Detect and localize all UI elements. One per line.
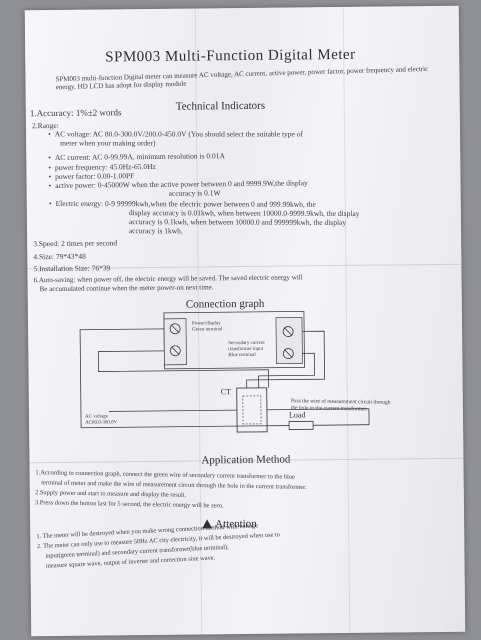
install-size-line: 5.Installation Size: 76*39 xyxy=(33,263,111,274)
spec-text: Electric energy: 0-9 99999kwh,when the e… xyxy=(49,199,316,209)
load-resistor xyxy=(288,420,314,430)
speed-line: 3.Speed: 2 times per second xyxy=(33,238,118,249)
autosave-text: Be accumulated continue when the meter p… xyxy=(39,283,214,294)
ac-range-label: AC80.0-300.0V xyxy=(85,420,118,425)
step-text: 2.Supply power and start to measure and … xyxy=(35,489,187,499)
diagram-label: Power/display xyxy=(192,321,221,326)
tech-heading: Technical Indicators xyxy=(175,99,266,113)
right-terminal-block xyxy=(275,317,303,365)
ac-voltage-label: AC voltage xyxy=(85,414,109,419)
wire xyxy=(266,408,369,411)
page-title: SPM003 Multi-Function Digital Meter xyxy=(105,46,356,66)
ct-note: Pass the wire of measurement circuit thr… xyxy=(291,398,391,414)
wire xyxy=(246,330,326,388)
spec-text: accuracy is 1kwh. xyxy=(128,226,183,236)
manual-sheet: SPM003 Multi-Function Digital Meter SPM0… xyxy=(24,5,466,637)
left-terminal-block xyxy=(163,318,187,366)
terminal-screw xyxy=(282,326,294,337)
attention-list: 1. The meter will be destroyed when you … xyxy=(36,520,281,572)
wire xyxy=(313,424,370,426)
diagram-label: Blue terminal xyxy=(228,353,256,358)
ct-label: CT xyxy=(221,387,231,396)
step-text: 3.Press down the button last for 5 secon… xyxy=(34,499,224,510)
wire xyxy=(79,328,165,429)
load-label: Load xyxy=(289,410,306,419)
autosave-line: 6.Auto-saving: when power off, the elect… xyxy=(34,273,303,294)
spec-text: AC voltage: AC 80.0-300.0V/200.0-450.0V … xyxy=(48,130,303,139)
spec-text: meter when your making order) xyxy=(60,138,156,148)
terminal-screw xyxy=(282,348,294,359)
autosave-text: 6.Auto-saving: when power off, the elect… xyxy=(33,273,303,285)
connection-heading: Connection graph xyxy=(185,297,265,311)
spec-text: AC current: AC 0-99.99A, minimum resolut… xyxy=(48,151,225,162)
application-heading: Application Method xyxy=(201,453,291,467)
size-line: 4.Size: 79*43*48 xyxy=(33,251,86,262)
spec-ac-current: AC current: AC 0-99.99A, minimum resolut… xyxy=(48,151,225,162)
wire xyxy=(109,425,290,428)
intro-text: SPM003 multi-function Digital meter can … xyxy=(55,64,429,92)
wire xyxy=(258,352,315,388)
diagram-label: Secondary current xyxy=(228,341,265,346)
application-steps: 1.According to connection graph, connect… xyxy=(35,468,307,513)
spec-energy: Electric energy: 0-9 99999kwh,when the e… xyxy=(49,199,360,236)
diagram-label: transformer input xyxy=(228,347,264,352)
wire xyxy=(108,409,237,412)
accuracy-line: 1.Accuracy: 1%±2 words xyxy=(29,107,122,119)
spec-active-power: active power: 0-45000W when the active p… xyxy=(49,178,308,199)
note-text: the hole in the current transformer. xyxy=(290,405,368,413)
connection-diagram: Power/display Green terminal Secondary c… xyxy=(79,310,370,433)
diagram-label: Green terminal xyxy=(192,327,223,332)
spec-ac-voltage: AC voltage: AC 80.0-300.0V/200.0-450.0V … xyxy=(48,130,303,148)
terminal-screw xyxy=(169,345,181,357)
terminal-screw xyxy=(169,323,181,335)
